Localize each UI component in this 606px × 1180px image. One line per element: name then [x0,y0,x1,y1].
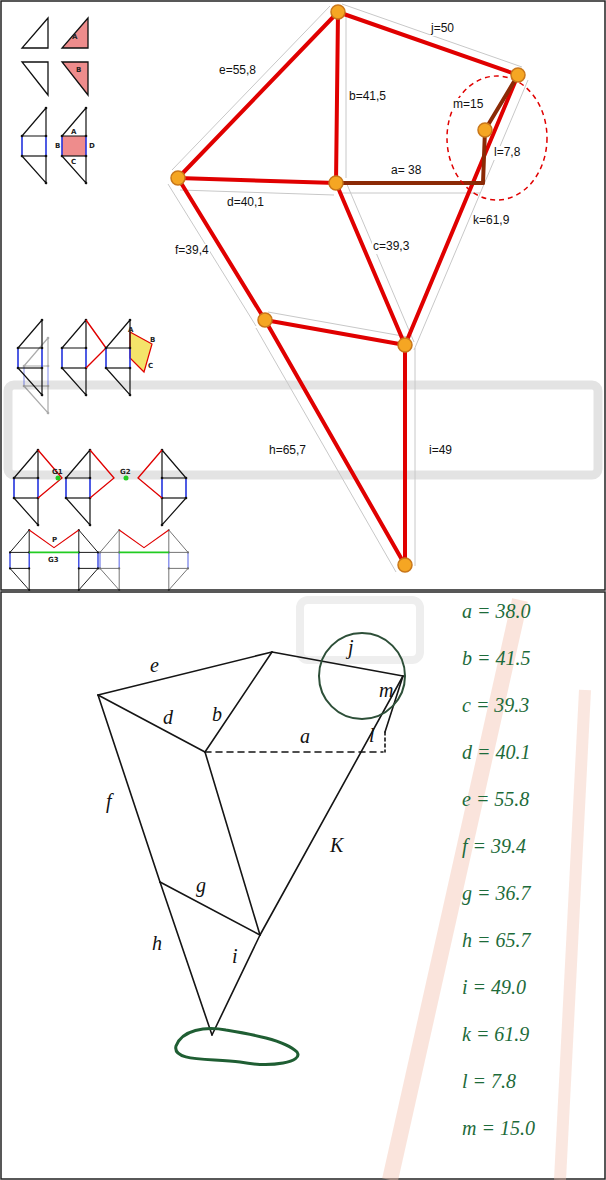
panel-frame [1,592,605,1179]
vertex-letter: C [148,362,153,370]
vertex-letter: B [76,66,81,74]
measurement-value: h = 65.7 [462,929,531,952]
dimension-guide [168,4,528,572]
vertex-letter: B [150,336,155,344]
paper-streak [560,690,585,1180]
vertex-letter: G3 [48,556,59,564]
dimension-label: i=49 [428,444,453,458]
segment-letter: j [348,636,354,659]
measurement-value: k = 61.9 [462,1023,529,1046]
measurement-value: l = 7.8 [462,1070,516,1093]
watermark [300,600,420,660]
vertex-letter: C [71,158,76,166]
watermark [8,385,598,475]
measurement-value: c = 39.3 [462,694,529,717]
dimension-label: a= 38 [390,164,422,178]
segment-letter: h [152,932,162,955]
segment-letter: m [379,679,393,702]
sketch-line [98,652,403,1035]
dimension-label: h=65,7 [268,444,307,458]
dimension-label: l=7,8 [493,146,521,160]
measurement-value: e = 55.8 [462,788,529,811]
segment-letter: d [163,706,173,729]
measurement-value: f = 39.4 [462,835,526,858]
dimension-label: j=50 [430,22,455,36]
measurement-value: i = 49.0 [462,976,526,999]
segment-letter: e [150,654,159,677]
dimension-label: b=41,5 [348,90,387,104]
dimension-label: f=39,4 [174,244,210,258]
vertex-letter: G1 [52,468,63,476]
vertex-letter: D [89,142,95,150]
dimension-label: m=15 [452,98,484,112]
thumbnail-sequence [9,18,189,591]
measurement-value: a = 38.0 [462,600,531,623]
segment [336,75,518,183]
measurement-value: g = 36.7 [462,882,531,905]
panel-frame [1,1,605,590]
segment [178,12,518,565]
vertex-letter: G2 [120,468,131,476]
highlight-ellipse [447,76,547,200]
vertex-letter: A [71,128,76,136]
measurement-value: m = 15.0 [462,1117,535,1140]
vertex-letter: A [128,326,133,334]
segment-letter: a [300,725,310,748]
vertex-dot [171,5,525,572]
segment-letter: i [232,945,238,968]
segment-letter: g [196,874,206,897]
sketch-blob [176,1029,298,1065]
dimension-label: c=39,3 [372,240,410,254]
segment-letter: l [369,724,375,747]
dimension-label: k=61,9 [472,214,510,228]
measurement-value: d = 40.1 [462,741,531,764]
segment-letter: b [212,703,222,726]
vertex-letter: A [72,33,77,41]
segment-letter: f [106,790,112,813]
segment-letter: K [330,834,343,857]
vertex-letter: P [52,536,57,544]
measurement-value: b = 41.5 [462,647,531,670]
dimension-label: d=40,1 [226,196,265,210]
dimension-label: e=55,8 [218,64,257,78]
sketch-circle [319,633,405,719]
vertex-letter: B [55,142,60,150]
